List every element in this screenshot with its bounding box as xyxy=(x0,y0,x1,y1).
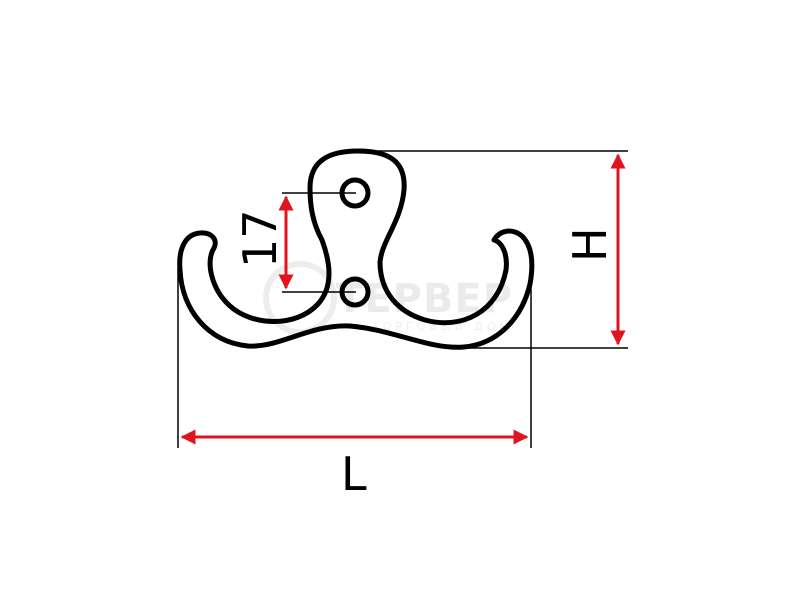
dimension-label-width: L xyxy=(341,447,367,501)
hook-body xyxy=(177,148,535,350)
watermark-tagline: ТОРГОВЫЙ ДОМ xyxy=(371,320,513,333)
extension-lines xyxy=(177,150,628,448)
hook-outline xyxy=(177,148,535,350)
dimension-arrows xyxy=(180,153,626,445)
dimension-label-height: H xyxy=(563,227,617,262)
mounting-hole-bottom xyxy=(339,276,371,308)
watermark-emblem xyxy=(263,261,337,335)
dimension-label-hole-spacing: 17 xyxy=(233,209,287,268)
mounting-hole-top xyxy=(339,177,371,209)
